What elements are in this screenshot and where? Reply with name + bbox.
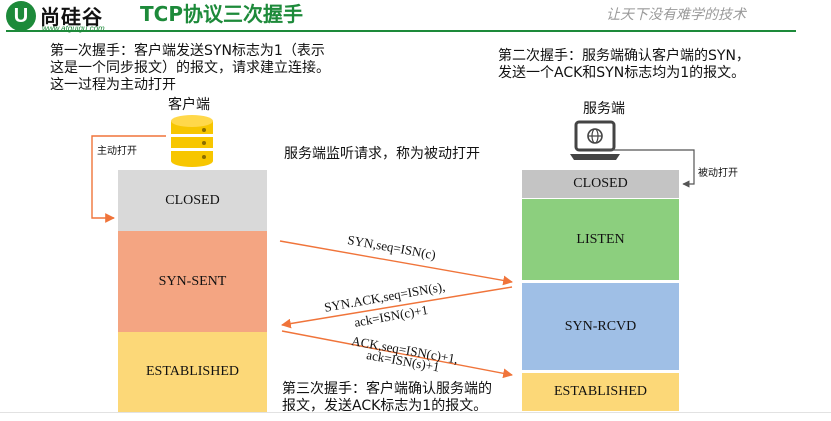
client-label: 客户端: [168, 97, 210, 113]
bottom-divider: [0, 412, 831, 413]
third-handshake-line-2: 报文，发送ACK标志为1的报文。: [282, 398, 488, 414]
syn-arrow: [279, 240, 513, 286]
slogan: 让天下没有难学的技术: [606, 7, 746, 23]
brand-name: 尚硅谷: [40, 5, 103, 29]
first-handshake-line-1: 第一次握手：客户端发送SYN标志为1（表示: [50, 43, 325, 59]
first-handshake-line-2: 这是一个同步报文）的报文，请求建立连接。: [50, 60, 330, 76]
laptop-icon: [570, 120, 620, 160]
server-state-syn-rcvd: SYN-RCVD: [522, 283, 679, 370]
second-handshake-line-2: 发送一个ACK和SYN标志均为1的报文。: [498, 65, 746, 81]
page-title: TCP协议三次握手: [140, 2, 303, 26]
listen-note: 服务端监听请求，称为被动打开: [284, 146, 480, 162]
first-handshake-line-3: 这一过程为主动打开: [50, 77, 176, 93]
server-label: 服务端: [583, 101, 625, 117]
server-open-arrow: [600, 149, 695, 188]
client-state-syn-sent: SYN-SENT: [118, 231, 267, 332]
client-state-closed: CLOSED: [118, 170, 267, 231]
brand-logo: U: [6, 1, 36, 31]
third-handshake-line-1: 第三次握手：客户端确认服务端的: [282, 381, 492, 397]
database-icon: [171, 115, 213, 167]
header-divider: [6, 30, 796, 32]
client-open-arrow: [91, 135, 166, 223]
client-state-established: ESTABLISHED: [118, 332, 267, 412]
second-handshake-note: 第二次握手：服务端确认客户端的SYN， 发送一个ACK和SYN标志均为1的报文。: [498, 48, 750, 82]
third-handshake-note: 第三次握手：客户端确认服务端的 报文，发送ACK标志为1的报文。: [282, 381, 492, 415]
second-handshake-line-1: 第二次握手：服务端确认客户端的SYN，: [498, 48, 750, 64]
server-state-closed: CLOSED: [522, 170, 679, 198]
server-state-established: ESTABLISHED: [522, 373, 679, 411]
brand-url: www.atguigu.com: [42, 24, 105, 33]
synack-arrow: [281, 286, 513, 329]
ack-arrow: [281, 330, 513, 379]
client-open-label: 主动打开: [97, 146, 137, 157]
server-open-label: 被动打开: [698, 168, 738, 179]
server-state-listen: LISTEN: [522, 199, 679, 280]
first-handshake-note: 第一次握手：客户端发送SYN标志为1（表示 这是一个同步报文）的报文，请求建立连…: [50, 43, 330, 94]
